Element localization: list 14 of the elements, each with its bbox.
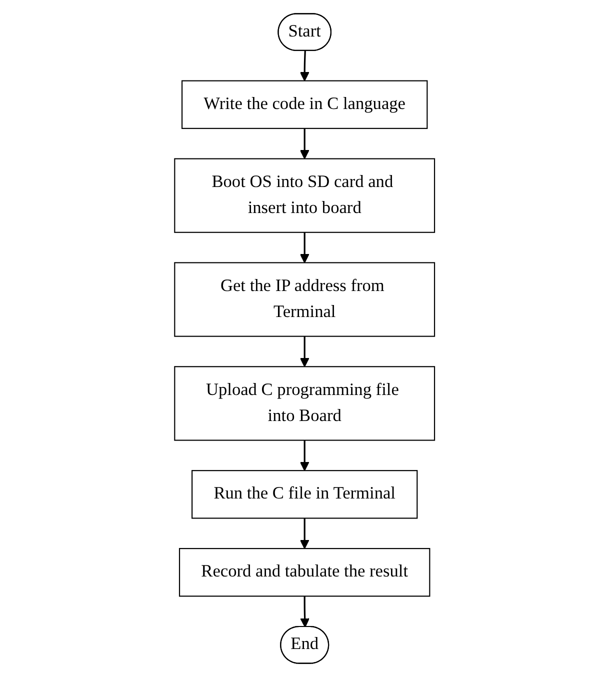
arrow (300, 232, 310, 264)
arrow (300, 128, 310, 160)
node-box (174, 262, 436, 337)
node-box (192, 470, 418, 519)
node-box (179, 548, 431, 597)
node-box (182, 80, 428, 129)
flowchart-diagram: Start Write the code in C language Boot OS into SD card and insert into board Get the IP address from Terminal Upload C programming file into Board Run the C file in Terminal Record and tabulate the result End (166, 5, 444, 672)
node-box (174, 158, 436, 233)
arrow (300, 518, 310, 549)
arrow (300, 596, 310, 628)
arrow (300, 336, 310, 368)
arrow (300, 440, 310, 472)
node-box (174, 366, 436, 441)
arrow (300, 51, 310, 82)
